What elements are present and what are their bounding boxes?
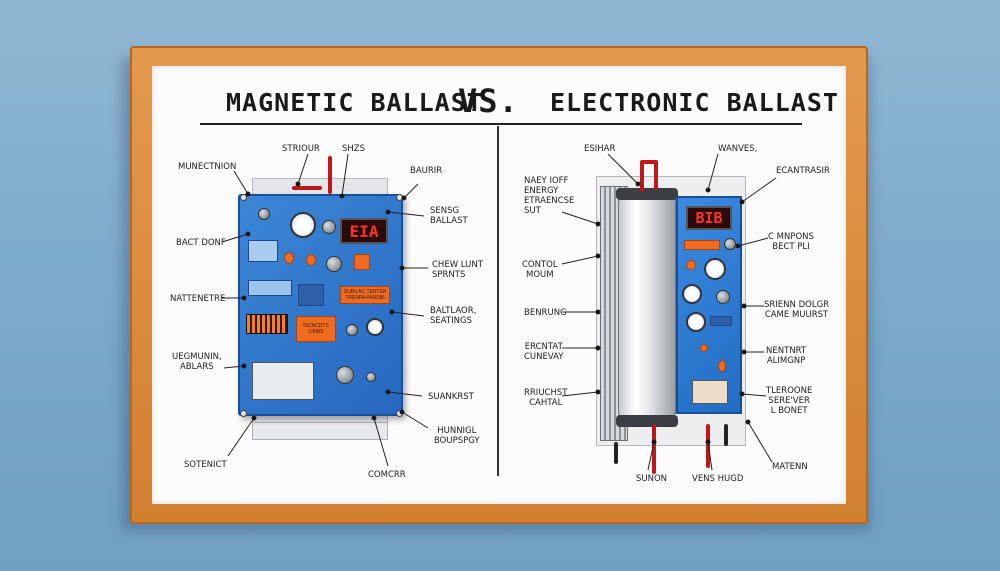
label-baltlaor: BALTLAOR, SEATINGS — [430, 306, 477, 326]
label-striour: STRIOUR — [282, 144, 320, 154]
orange-indicator — [306, 254, 316, 266]
label-shzs: SHZS — [342, 144, 366, 154]
label-chew-lunt: CHEW LUNT SPRNTS — [432, 260, 483, 280]
title-underline-left — [200, 123, 498, 125]
orange-indicator — [700, 344, 708, 352]
small-module — [248, 240, 278, 262]
label-srienn-dolgr: SRIENN DOLGR CAME MUURST — [764, 300, 830, 320]
label-hunnigl: HUNNIGL BOUPSPGY — [434, 426, 480, 446]
cylinder-cap-bottom — [616, 415, 678, 427]
meter-block — [710, 316, 732, 326]
digital-display: BIB — [686, 206, 732, 230]
label-naey-iore: NAEY IOFF ENERGY ETRAENCSE SUT — [524, 176, 575, 216]
label-bactdonf: BACT DONF — [176, 238, 226, 248]
black-wire — [724, 424, 728, 446]
toggle-switch-icon — [258, 208, 270, 220]
screw-icon — [240, 194, 247, 201]
label-ecantrasir: ECANTRASIR — [776, 166, 830, 176]
screw-icon — [240, 410, 247, 417]
terminal-block — [246, 314, 288, 334]
analog-gauge-icon — [704, 258, 726, 280]
orange-indicator-bar — [684, 240, 720, 250]
red-wire — [292, 186, 322, 190]
knob-icon — [322, 220, 336, 234]
label-vens-hugd: VENS HUGD — [692, 474, 744, 484]
dial-icon — [346, 324, 358, 336]
ballast-cylinder — [618, 196, 676, 418]
orange-label-panel-bottom: ISCNCDTS LIMBS — [296, 316, 336, 342]
magnetic-ballast-panel: EIA DUBILAC TERTER TRENPA PARDBI ISCNCDT… — [238, 194, 403, 416]
red-wire — [328, 156, 332, 194]
label-telrodine: TLEROONE SERE'VER L BONET — [766, 386, 813, 416]
screw-icon — [396, 410, 403, 417]
orange-indicator — [718, 360, 726, 372]
orange-label-panel-top: DUBILAC TERTER TRENPA PARDBI — [340, 286, 390, 304]
small-gauge-icon — [686, 312, 706, 332]
magnetic-base-rail — [252, 422, 388, 440]
knob-icon — [724, 238, 736, 250]
digital-display: EIA — [340, 218, 388, 244]
label-ercntat: ERCNTAT CUNEVAY — [524, 342, 564, 362]
title-underline-right — [497, 123, 802, 125]
label-suankrst: SUANKRST — [428, 392, 474, 402]
title-vs: VS. — [458, 82, 519, 120]
label-baurir: BAURIR — [410, 166, 443, 176]
orange-indicator — [686, 260, 696, 270]
label-wanves: WANVES, — [718, 144, 758, 154]
title-electronic: ELECTRONIC BALLAST — [550, 88, 839, 117]
analog-gauge-icon — [290, 212, 316, 238]
meter-block — [298, 284, 324, 306]
title-magnetic: MAGNETIC BALLAST — [226, 88, 483, 117]
black-wire — [614, 442, 618, 464]
analog-gauge-icon — [682, 284, 702, 304]
dial-icon — [336, 366, 354, 384]
connector-block — [252, 362, 314, 400]
dial-icon — [326, 256, 342, 272]
meter-block — [248, 280, 292, 296]
label-matenn: MATENN — [772, 462, 808, 472]
red-wire — [652, 424, 656, 474]
label-esihar: ESIHAR — [584, 144, 616, 154]
dial-icon — [716, 290, 730, 304]
label-sotenict: SOTENICT — [184, 460, 227, 470]
divider-line — [497, 126, 499, 476]
red-wire — [706, 424, 710, 468]
red-wire — [640, 162, 644, 192]
orange-indicator — [284, 252, 294, 264]
label-control-moum: CONTOL MOUM — [522, 260, 558, 280]
label-sensg-ballast: SENSG BALLAST — [430, 206, 468, 226]
orange-square-button — [354, 254, 370, 270]
whiteboard: MAGNETIC BALLAST VS. ELECTRONIC BALLAST … — [152, 66, 846, 504]
label-uegmunn: UEGMUNIN, ABLARS — [172, 352, 222, 372]
label-benrung: BENRUNG — [524, 308, 567, 318]
electronic-control-panel: BIB — [676, 196, 742, 414]
label-nattenetre: NATTENETRE — [170, 294, 226, 304]
label-nentnrt: NENTNRT ALIMGNP — [766, 346, 807, 366]
screw-icon — [396, 194, 403, 201]
label-sunon: SUNON — [636, 474, 668, 484]
warning-plate — [692, 380, 728, 404]
red-wire — [654, 160, 658, 190]
label-comcrr: COMCRR — [368, 470, 406, 480]
knob-icon — [366, 372, 376, 382]
cylinder-cap-top — [616, 188, 678, 200]
small-gauge-icon — [366, 318, 384, 336]
label-c-mnpons: C MNPONS BECT PLI — [768, 232, 814, 252]
label-munectnion: MUNECTNION — [178, 162, 237, 172]
red-wire — [640, 160, 658, 164]
label-rsuchst: RRIUCHST CAHTAL — [524, 388, 568, 408]
